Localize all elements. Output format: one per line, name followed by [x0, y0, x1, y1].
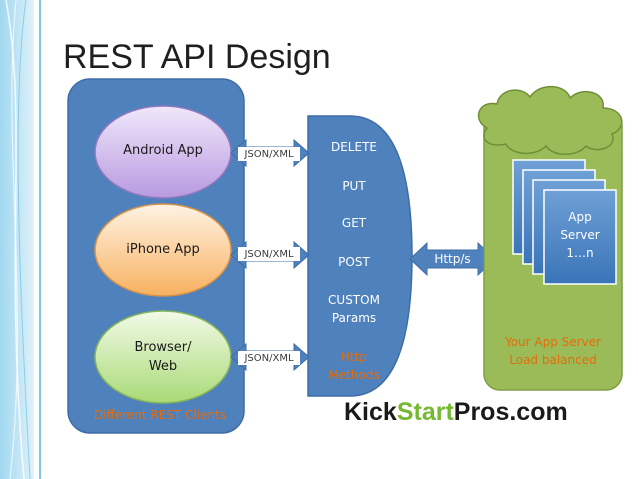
- browser-web-label: Browser/ Web: [134, 340, 192, 374]
- decorative-side-bar: [0, 0, 34, 479]
- method-delete: DELETE: [330, 140, 377, 154]
- android-app-label: Android App: [123, 143, 203, 158]
- brand-logo-text: KickStartPros.com: [344, 398, 568, 427]
- iphone-format-label: JSON/XML: [244, 249, 294, 260]
- browser-format-label: JSON/XML: [244, 353, 294, 364]
- method-post: POST: [338, 255, 370, 269]
- slide-title: REST API Design: [63, 38, 331, 76]
- android-format-label: JSON/XML: [244, 149, 294, 160]
- server-panel-caption: Your App Server Load balanced: [504, 335, 602, 367]
- app-server-label: App Server 1…n: [560, 210, 600, 260]
- http-protocol-label: Http/s: [434, 252, 471, 266]
- brand-start: Start: [396, 398, 454, 426]
- gateway-footer-label: Http Methods: [328, 350, 380, 382]
- method-get: GET: [341, 216, 367, 230]
- iphone-app-node: [94, 203, 232, 297]
- brand-kick: Kick: [344, 398, 397, 426]
- server-cloud: [477, 85, 623, 155]
- method-put: PUT: [342, 179, 366, 193]
- iphone-app-label: iPhone App: [126, 242, 200, 257]
- brand-part-2-highlight: Pros.com: [453, 398, 568, 426]
- brand-part-1: KickStart: [344, 398, 454, 426]
- server-card-4: [543, 189, 617, 285]
- android-app-node: [94, 105, 232, 199]
- http-methods-gateway: [307, 115, 413, 397]
- method-custom-params: CUSTOM Params: [328, 293, 380, 325]
- clients-panel-caption: Different REST Clients: [93, 408, 227, 422]
